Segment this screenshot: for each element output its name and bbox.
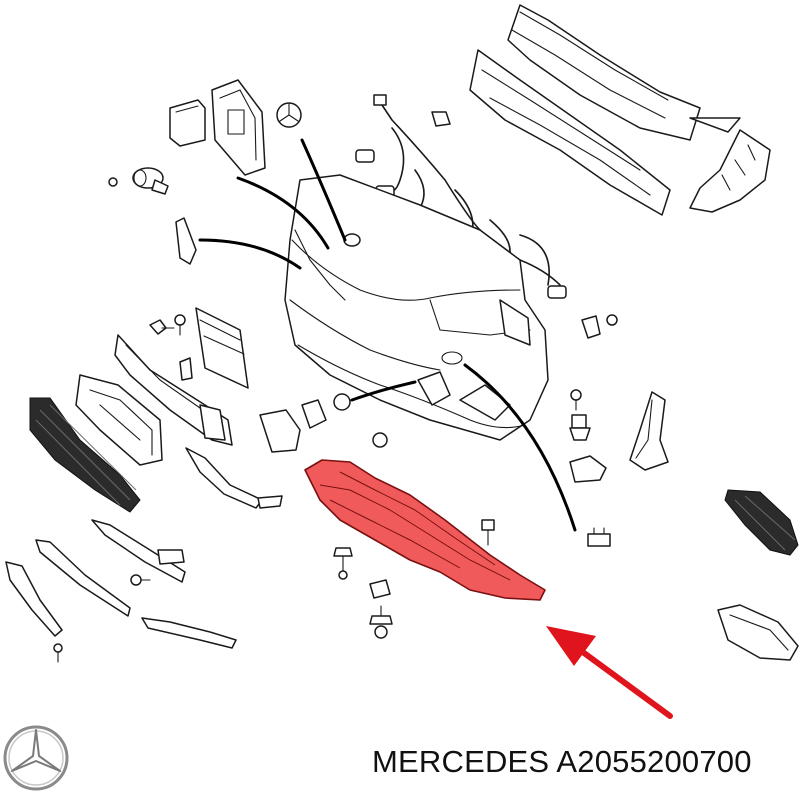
side-trim-clip-left [175, 217, 197, 265]
part-caption: MERCEDES A2055200700 [372, 744, 752, 780]
clip-small [179, 357, 193, 381]
part-number: A2055200700 [556, 744, 752, 779]
side-bracket-right [689, 129, 771, 213]
clip-center [259, 393, 388, 453]
trim-strip-lower-left [185, 447, 283, 509]
pointer-arrow [546, 626, 673, 719]
fog-light-bezel-right [717, 604, 799, 661]
bumper-lower-frame [114, 334, 233, 446]
upper-bumper-bracket [469, 4, 741, 216]
lower-grille [29, 397, 141, 513]
grille-frame [75, 374, 163, 466]
chrome-strip-4 [141, 617, 237, 649]
screw-left [149, 314, 186, 336]
side-support-right [629, 391, 669, 471]
mercedes-star-icon [3, 725, 69, 791]
clip-bracket-small [53, 549, 185, 663]
clip-bottom-right [587, 527, 611, 547]
grille-insert-right [724, 489, 799, 556]
highlighted-part-lower-cover [304, 459, 546, 601]
screws-center [333, 519, 495, 639]
pin-fastener-right [569, 414, 591, 441]
parking-sensor-left [108, 167, 169, 195]
brand-name: MERCEDES [372, 744, 550, 779]
sensor-bracket-top [211, 79, 266, 176]
bumper-cover [284, 174, 549, 441]
chrome-strip-1 [91, 519, 186, 583]
right-bracket-small [570, 314, 618, 411]
sensor-mount-right [569, 455, 607, 483]
leader-lines [198, 138, 577, 532]
license-plate-bracket [195, 307, 249, 389]
chrome-strip-2 [35, 539, 131, 617]
star-emblem-small [276, 102, 302, 128]
control-module [169, 99, 206, 147]
chrome-strip-3 [5, 561, 63, 637]
